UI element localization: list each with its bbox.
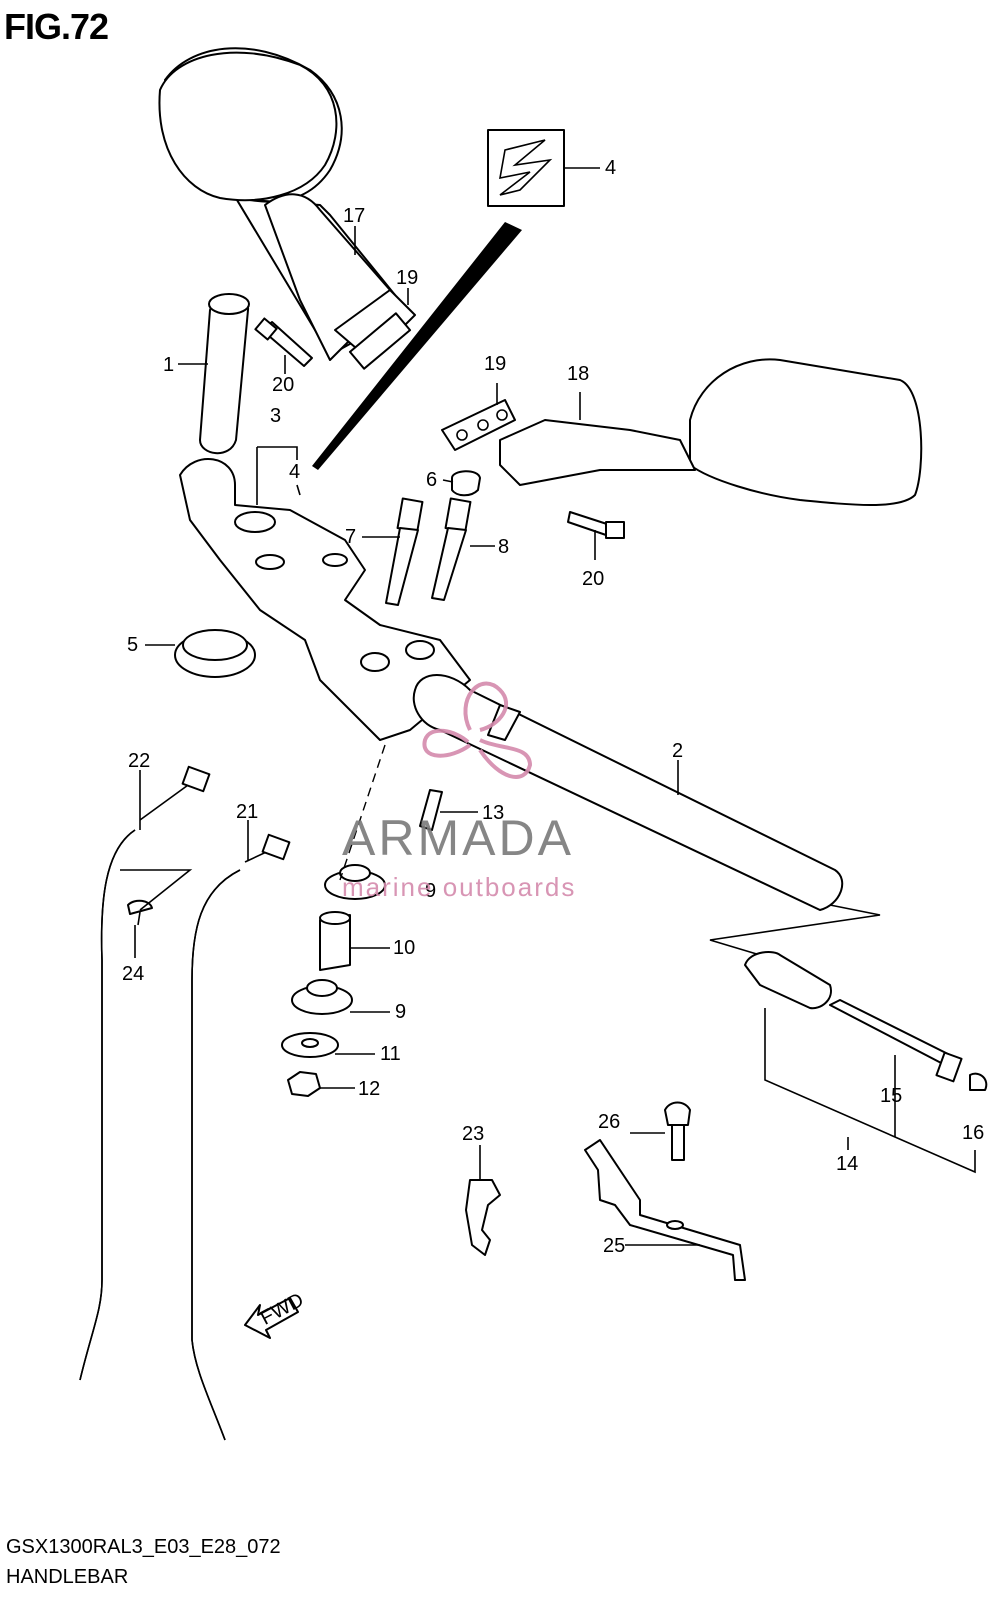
assembly-centerline bbox=[339, 744, 386, 881]
throttle-cable-22[interactable] bbox=[79, 765, 211, 1381]
mirror-right[interactable] bbox=[441, 358, 923, 506]
callout-26: 26 bbox=[598, 1111, 620, 1133]
armada-watermark: ARMADA marine outboards bbox=[342, 681, 576, 902]
bolt-13[interactable] bbox=[419, 789, 443, 831]
callout-6: 6 bbox=[426, 469, 437, 491]
bolt-20-right[interactable] bbox=[567, 511, 625, 539]
forward-direction-arrow: FWD bbox=[244, 1289, 308, 1339]
callout-9: 9 bbox=[395, 1001, 406, 1023]
bolt-26[interactable] bbox=[664, 1101, 691, 1161]
mirror-left[interactable] bbox=[158, 47, 416, 370]
cap-6[interactable] bbox=[451, 470, 481, 497]
callout-7: 7 bbox=[345, 526, 356, 548]
callout-1: 1 bbox=[163, 354, 174, 376]
callout-4: 4 bbox=[605, 157, 616, 179]
callout-10: 10 bbox=[393, 937, 415, 959]
leader-lines bbox=[120, 167, 976, 1246]
callout-20: 20 bbox=[272, 374, 294, 396]
callout-13: 13 bbox=[482, 802, 504, 824]
callout-8: 8 bbox=[498, 536, 509, 558]
svg-text:FWD: FWD bbox=[257, 1289, 308, 1330]
callout-17: 17 bbox=[343, 205, 365, 227]
callout-20: 20 bbox=[582, 568, 604, 590]
callout-21: 21 bbox=[236, 801, 258, 823]
screw-16[interactable] bbox=[969, 1072, 988, 1091]
figure-title: FIG.72 bbox=[4, 6, 109, 47]
callout-3: 3 bbox=[270, 405, 281, 427]
clamp-23[interactable] bbox=[465, 1179, 501, 1256]
break-line bbox=[709, 904, 881, 956]
ring-5[interactable] bbox=[174, 629, 256, 678]
callout-14: 14 bbox=[836, 1153, 858, 1175]
throttle-cable-21[interactable] bbox=[191, 833, 291, 1441]
washer-11[interactable] bbox=[281, 1032, 339, 1058]
nut-12[interactable] bbox=[287, 1071, 321, 1097]
callout-9: 9 bbox=[425, 880, 436, 902]
callout-23: 23 bbox=[462, 1123, 484, 1145]
propeller-logo bbox=[422, 681, 533, 779]
bolt-7[interactable] bbox=[385, 497, 424, 606]
bar-end-weight[interactable] bbox=[744, 951, 832, 1010]
callout-4: 4 bbox=[289, 461, 300, 483]
callout-11: 11 bbox=[380, 1043, 401, 1065]
callout-19: 19 bbox=[396, 267, 418, 289]
collar-10[interactable] bbox=[319, 911, 351, 971]
watermark-brand: ARMADA bbox=[342, 810, 574, 866]
diagram-name: HANDLEBAR bbox=[6, 1566, 129, 1588]
handlebar-bracket[interactable] bbox=[179, 458, 471, 741]
emblem-pointer bbox=[312, 222, 522, 470]
bar-end-bolt[interactable] bbox=[829, 999, 963, 1083]
callout-12: 12 bbox=[358, 1078, 380, 1100]
bolt-8[interactable] bbox=[431, 497, 472, 601]
screw-24[interactable] bbox=[127, 899, 153, 926]
watermark-tagline: marine outboards bbox=[342, 872, 576, 902]
callout-22: 22 bbox=[128, 750, 150, 772]
grip-left[interactable] bbox=[199, 293, 250, 455]
diagram-code: GSX1300RAL3_E03_E28_072 bbox=[6, 1536, 281, 1558]
callout-15: 15 bbox=[880, 1085, 902, 1107]
callout-24: 24 bbox=[122, 963, 144, 985]
damper-9-lower[interactable] bbox=[291, 979, 353, 1015]
suzuki-emblem[interactable] bbox=[487, 129, 565, 207]
callout-25: 25 bbox=[603, 1235, 625, 1257]
callout-16: 16 bbox=[962, 1122, 984, 1144]
bolt-20-left[interactable] bbox=[254, 317, 313, 367]
bracket-25[interactable] bbox=[584, 1139, 746, 1281]
callout-18: 18 bbox=[567, 363, 589, 385]
callout-19: 19 bbox=[484, 353, 506, 375]
callout-2: 2 bbox=[672, 740, 683, 762]
callout-5: 5 bbox=[127, 634, 138, 656]
